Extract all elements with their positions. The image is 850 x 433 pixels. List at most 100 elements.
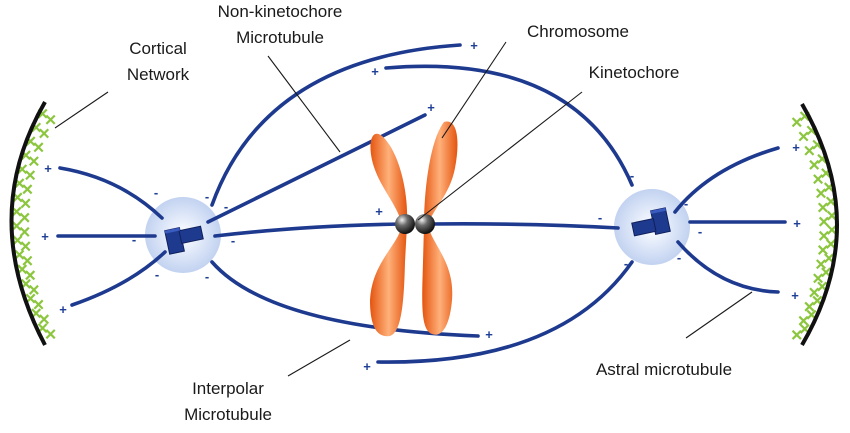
right-cell-cortex: [800, 102, 839, 347]
cortical-network-mark: [14, 249, 25, 260]
cortical-network-mark: [19, 212, 30, 223]
cortical-network-mark: [33, 142, 44, 153]
cortical-network-mark: [22, 255, 33, 266]
chromosome-icon: [370, 121, 458, 337]
cortical-network-mark: [31, 122, 42, 133]
leader-astral: [685, 291, 753, 339]
non-kinetochore-microtubule: [206, 113, 427, 224]
label-interpolar-2: Microtubule: [184, 405, 272, 424]
cortical-network-mark: [11, 206, 22, 217]
labels: Non-kinetochore Microtubule Chromosome K…: [127, 2, 732, 424]
minus-sign: -: [154, 185, 158, 200]
minus-sign: -: [677, 250, 681, 265]
label-cortical-1: Cortical: [129, 39, 187, 58]
label-cortical-2: Network: [127, 65, 190, 84]
cortical-network-mark: [791, 329, 802, 340]
cortical-network-mark: [25, 136, 36, 147]
kinetochore-icon: [395, 214, 435, 234]
microtubules: [56, 43, 787, 364]
minus-sign: -: [205, 189, 209, 204]
label-astral: Astral microtubule: [596, 360, 732, 379]
right-astral-microtubule-bottom: [676, 240, 780, 294]
minus-sign: -: [684, 196, 688, 211]
cortical-network-mark: [799, 323, 810, 334]
leader-kinetochore: [417, 91, 583, 221]
cortical-network-mark: [826, 224, 837, 235]
label-non-kinetochore-2: Microtubule: [236, 28, 324, 47]
minus-sign: -: [224, 199, 228, 214]
right-cortical-network: [791, 102, 839, 347]
cortical-network-mark: [33, 299, 44, 310]
label-interpolar-1: Interpolar: [192, 379, 264, 398]
cortical-network-mark: [821, 267, 832, 278]
cortical-network-mark: [12, 235, 23, 246]
left-astral-microtubule-bottom: [70, 250, 167, 307]
cortical-network-mark: [825, 239, 836, 249]
cortical-network-mark: [817, 202, 828, 213]
cortical-network-mark: [20, 198, 31, 209]
plus-sign: +: [375, 204, 383, 219]
minus-sign: -: [698, 224, 702, 239]
cortical-network-mark: [14, 178, 25, 189]
cortical-network-mark: [798, 131, 809, 142]
cortical-network-mark: [804, 301, 815, 312]
cortical-network-mark: [804, 145, 815, 156]
plus-sign: +: [791, 288, 799, 303]
minus-sign: -: [205, 269, 209, 284]
right-astral-microtubule-top: [673, 146, 780, 214]
cortical-network-mark: [791, 117, 802, 128]
cortical-network-mark: [813, 174, 824, 185]
label-chromosome: Chromosome: [527, 22, 629, 41]
leader-lines: [54, 41, 753, 377]
cortical-network-mark: [39, 314, 50, 325]
cortical-network-mark: [809, 159, 820, 170]
plus-sign: +: [485, 327, 493, 342]
interpolar-microtubule-bottom-right: [376, 260, 634, 364]
leader-non-kinetochore: [267, 55, 341, 153]
cortical-network-mark: [12, 192, 23, 203]
cortical-network-mark: [806, 309, 817, 320]
minus-sign: -: [155, 267, 159, 282]
leader-cortical-network: [54, 91, 109, 129]
interpolar-microtubule-top-left: [210, 43, 462, 207]
plus-sign: +: [363, 359, 371, 374]
cortical-network-mark: [809, 287, 820, 298]
cortical-network-mark: [28, 156, 39, 167]
cortical-network-mark: [45, 329, 56, 340]
cortical-network-mark: [25, 170, 36, 181]
cortical-network-mark: [817, 281, 828, 292]
minus-sign: -: [624, 256, 628, 271]
plus-sign: +: [793, 216, 801, 231]
minus-sign: -: [132, 232, 136, 247]
right-kinetochore-microtubule: [428, 222, 620, 230]
minus-sign: -: [598, 210, 602, 225]
right-centrosome-icon: [631, 207, 671, 237]
plus-sign: +: [44, 161, 52, 176]
leader-interpolar: [287, 339, 351, 377]
plus-sign: +: [427, 100, 435, 115]
cortical-network-mark: [813, 273, 824, 284]
cortical-network-mark: [818, 230, 829, 241]
plus-sign: +: [59, 302, 67, 317]
plus-sign: +: [41, 229, 49, 244]
left-cell-cortex: [9, 101, 47, 346]
interpolar-microtubule-top-right: [384, 64, 634, 187]
cortical-network-mark: [812, 295, 823, 306]
plus-sign: +: [470, 38, 478, 53]
interpolar-microtubule-bottom-left: [210, 260, 480, 338]
cortical-network-mark: [11, 220, 22, 231]
cortical-network-mark: [20, 241, 31, 252]
label-non-kinetochore-1: Non-kinetochore: [218, 2, 343, 21]
cortical-network-mark: [20, 150, 31, 161]
minus-sign: -: [630, 168, 634, 183]
cortical-network-mark: [815, 188, 826, 199]
cortical-network-mark: [817, 245, 828, 255]
left-cortical-network: [9, 101, 56, 346]
cortical-network-mark: [22, 184, 33, 195]
left-astral-microtubule-top: [58, 166, 164, 220]
cortical-network-mark: [17, 164, 28, 175]
left-kinetochore-microtubule: [213, 222, 402, 238]
cortical-network-mark: [39, 128, 50, 139]
cortical-network-mark: [45, 114, 56, 125]
